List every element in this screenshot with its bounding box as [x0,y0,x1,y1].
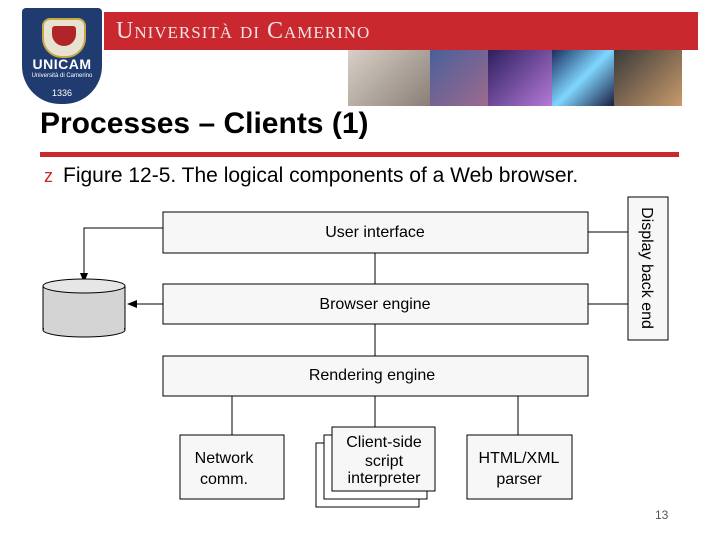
unicam-logo: UNICAM Università di Camerino 1336 [22,8,102,104]
html-xml-parser-box [466,434,573,500]
slide-title: Processes – Clients (1) [40,107,369,140]
display-back-end-box [627,196,669,341]
bullet-icon: z [44,166,53,186]
photo-laptop [614,50,682,106]
rendering-engine-box [162,355,589,397]
connectors [80,227,628,435]
slide-header: UNICAM Università di Camerino 1336 Unive… [0,0,720,110]
crest-icon [42,18,86,58]
rendering-engine-label: Rendering engine [309,367,435,384]
bullet-text: Figure 12-5. The logical components of a… [63,164,579,187]
parser-label-line2: parser [496,471,542,488]
photo-strip [348,50,682,106]
user-interface-label: User interface [325,224,425,241]
title-underline [40,152,679,157]
logo-subtitle: Università di Camerino [31,73,93,79]
network-label-line1: Network [195,450,255,467]
photo-light [552,50,614,106]
university-banner: Università di Camerino [104,12,698,50]
script-label-line2: script [365,453,404,470]
photo-students [348,50,430,106]
browser-engine-box [162,283,589,325]
data-storage-cylinder-icon [42,278,126,338]
page-number: 13 [655,508,669,522]
bullet-item: z Figure 12-5. The logical components of … [44,164,578,188]
network-comm-box [179,434,285,500]
script-label-line3: interpreter [348,470,422,487]
display-back-end-label: Display back end [638,207,655,329]
network-label-line2: comm. [200,471,248,488]
user-interface-box [162,211,589,254]
photo-lab [430,50,488,106]
arrow-ui-storage [80,227,163,283]
browser-engine-label: Browser engine [319,296,430,313]
parser-label-line1: HTML/XML [479,450,560,467]
logo-year: 1336 [51,88,73,98]
script-interpreter-box [331,426,436,492]
script-label-line1: Client-side [346,434,422,451]
banner-title: Università di Camerino [116,18,371,44]
photo-science [488,50,552,106]
logo-name: UNICAM [32,56,92,72]
